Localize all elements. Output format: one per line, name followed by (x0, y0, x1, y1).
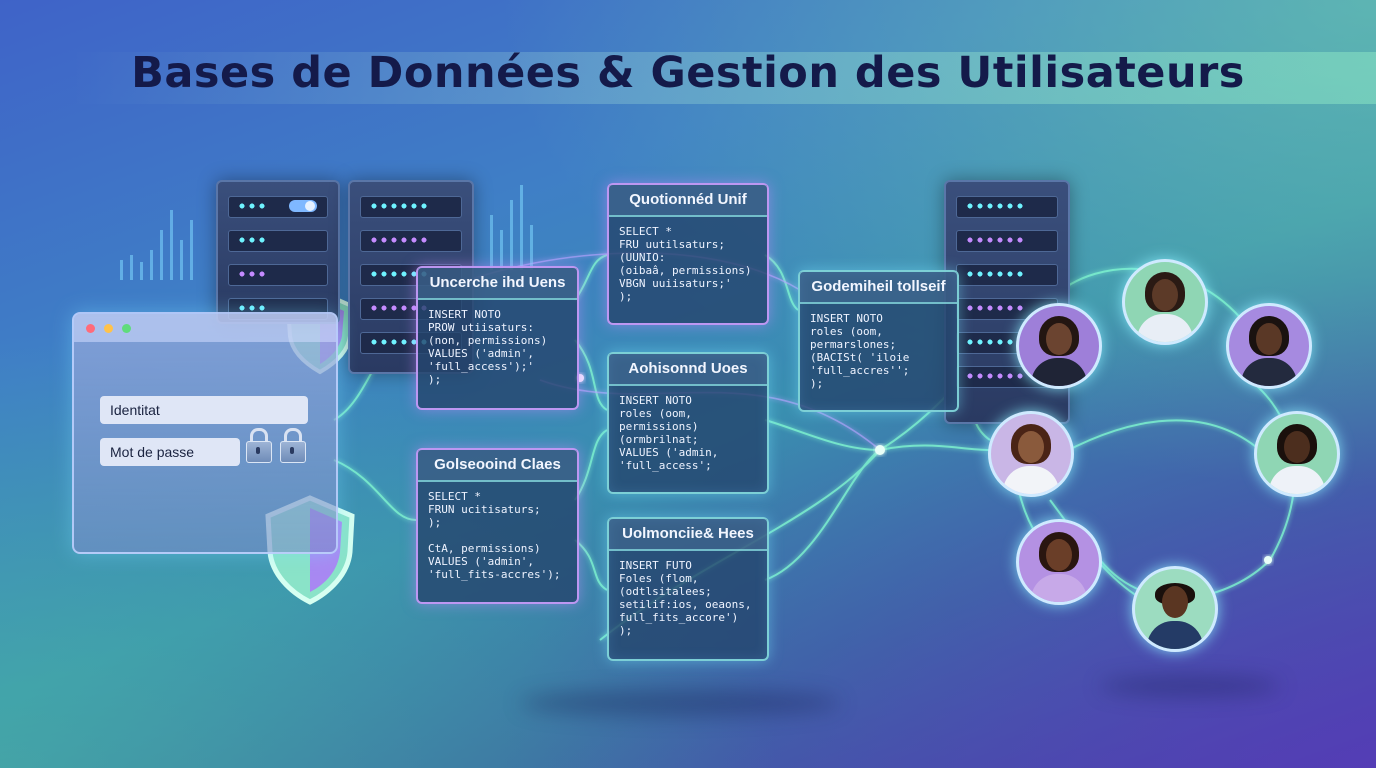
sql-panel: Godemiheil tollseif INSERT NOTO roles (o… (798, 270, 959, 412)
panel-title: Godemiheil tollseif (800, 272, 957, 304)
window-titlebar (74, 314, 336, 342)
user-avatar (1254, 411, 1340, 497)
user-avatar (988, 411, 1074, 497)
panel-code: INSERT FUTO Foles (flom, (odtlsitalees; … (619, 559, 752, 637)
sql-panel: Quotionnéd Unif SELECT * FRU uutilsaturs… (607, 183, 769, 325)
close-dot-icon[interactable] (86, 324, 95, 333)
page-title: Bases de Données & Gestion des Utilisate… (131, 48, 1245, 98)
panel-code: INSERT NOTO PROW utiisaturs: (non, permi… (428, 308, 548, 386)
floor-shadow (520, 690, 840, 716)
server-rack-1 (216, 180, 340, 324)
user-avatar (1122, 259, 1208, 345)
panel-code: SELECT * FRUN ucitisaturs; ); CtA, permi… (428, 490, 561, 581)
title-highlight-band (70, 52, 1376, 104)
sql-panel: Uncerche ihd Uens INSERT NOTO PROW utiis… (416, 266, 579, 410)
panel-title: Uncerche ihd Uens (418, 268, 577, 300)
panel-code: INSERT NOTO roles (oom, permarslones; (B… (810, 312, 910, 390)
sql-panel: Aohisonnd Uoes INSERT NOTO roles (oom, p… (607, 352, 769, 494)
user-avatar (1016, 303, 1102, 389)
login-window: Identitat Mot de passe (72, 312, 338, 554)
lock-icon (246, 428, 272, 463)
panel-title: Quotionnéd Unif (609, 185, 767, 217)
panel-code: SELECT * FRU uutilsaturs; (UUNIO: (oibaâ… (619, 225, 752, 303)
sql-panel: Golseooind Claes SELECT * FRUN ucitisatu… (416, 448, 579, 604)
user-avatar (1016, 519, 1102, 605)
panel-title: Aohisonnd Uoes (609, 354, 767, 386)
lock-icon (280, 428, 306, 463)
user-avatar (1226, 303, 1312, 389)
maximize-dot-icon[interactable] (122, 324, 131, 333)
sql-panel: Uolmonciie& Hees INSERT FUTO Foles (flom… (607, 517, 769, 661)
server-rack-2 (348, 180, 474, 374)
minimize-dot-icon[interactable] (104, 324, 113, 333)
panel-title: Uolmonciie& Hees (609, 519, 767, 551)
panel-title: Golseooind Claes (418, 450, 577, 482)
password-field[interactable]: Mot de passe (100, 438, 240, 466)
identity-field[interactable]: Identitat (100, 396, 308, 424)
panel-code: INSERT NOTO roles (oom, permissions) (or… (619, 394, 719, 472)
floor-shadow (1100, 676, 1280, 696)
user-avatar (1132, 566, 1218, 652)
